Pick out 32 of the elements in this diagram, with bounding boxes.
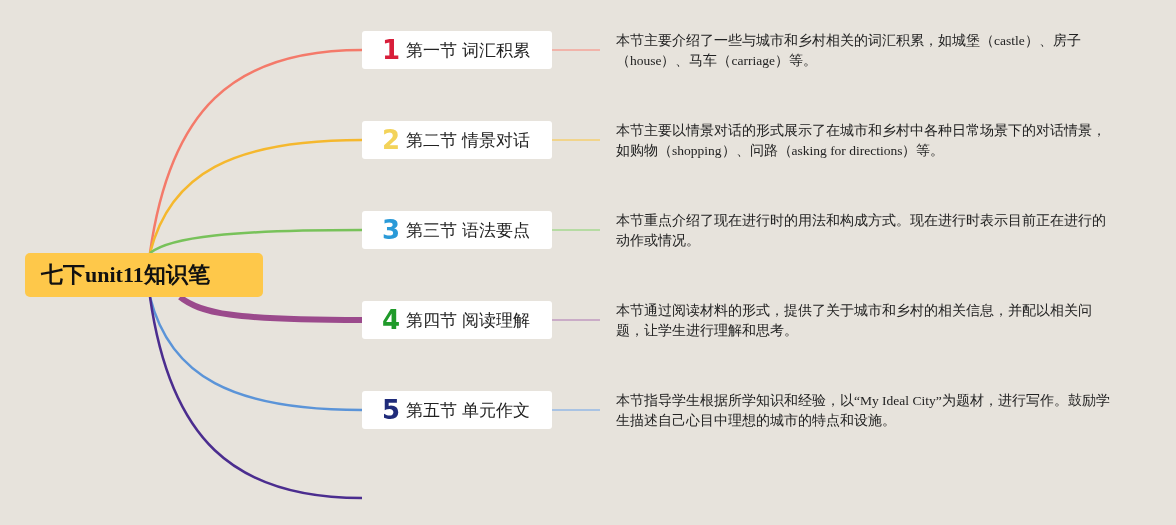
branch-line <box>551 319 601 321</box>
branch-line <box>148 296 363 500</box>
branch-line <box>149 228 362 255</box>
branch-line <box>148 138 363 254</box>
description-text: 本节主要介绍了一些与城市和乡村相关的词汇积累，如城堡（castle）、房子（house）、马车（carriage）等。 <box>616 31 1116 71</box>
description-text: 本节指导学生根据所学知识和经验，以“My Ideal City”为题材，进行写作。鼓励学生描述自己心目中理想的城市的特点和设施。 <box>616 391 1116 431</box>
section-number: 4 <box>382 307 401 333</box>
branch-line <box>551 409 601 411</box>
topic-box <box>362 31 552 69</box>
topic-text: 第四节 阅读理解 <box>406 308 531 332</box>
description-text: 本节通过阅读材料的形式，提供了关于城市和乡村的相关信息，并配以相关问题，让学生进行理解和思考。 <box>616 301 1116 341</box>
branch-line <box>551 229 601 231</box>
root-topic-box <box>25 253 263 297</box>
topic-text: 第二节 情景对话 <box>406 128 531 152</box>
topic-box <box>362 211 552 249</box>
section-number: 3 <box>382 217 401 243</box>
description-text: 本节重点介绍了现在进行时的用法和构成方式。现在进行时表示目前正在进行的动作或情况。 <box>616 211 1116 251</box>
branch-line <box>178 294 362 323</box>
topic-box <box>362 391 552 429</box>
section-number: 5 <box>382 397 401 423</box>
topic-text: 第三节 语法要点 <box>406 218 531 242</box>
section-number: 2 <box>382 127 401 153</box>
branch-line <box>551 139 601 141</box>
topic-box <box>362 301 552 339</box>
topic-text: 第一节 词汇积累 <box>406 38 531 62</box>
section-number: 1 <box>382 37 401 63</box>
topic-text: 第五节 单元作文 <box>406 398 531 422</box>
description-text: 本节主要以情景对话的形式展示了在城市和乡村中各种日常场景下的对话情景，如购物（shopping）、问路（asking for directions）等。 <box>616 121 1116 161</box>
branch-line <box>148 296 363 412</box>
root-topic-text: 七下unit11知识笔 <box>41 261 210 289</box>
topic-box <box>362 121 552 159</box>
branch-line <box>551 49 601 51</box>
